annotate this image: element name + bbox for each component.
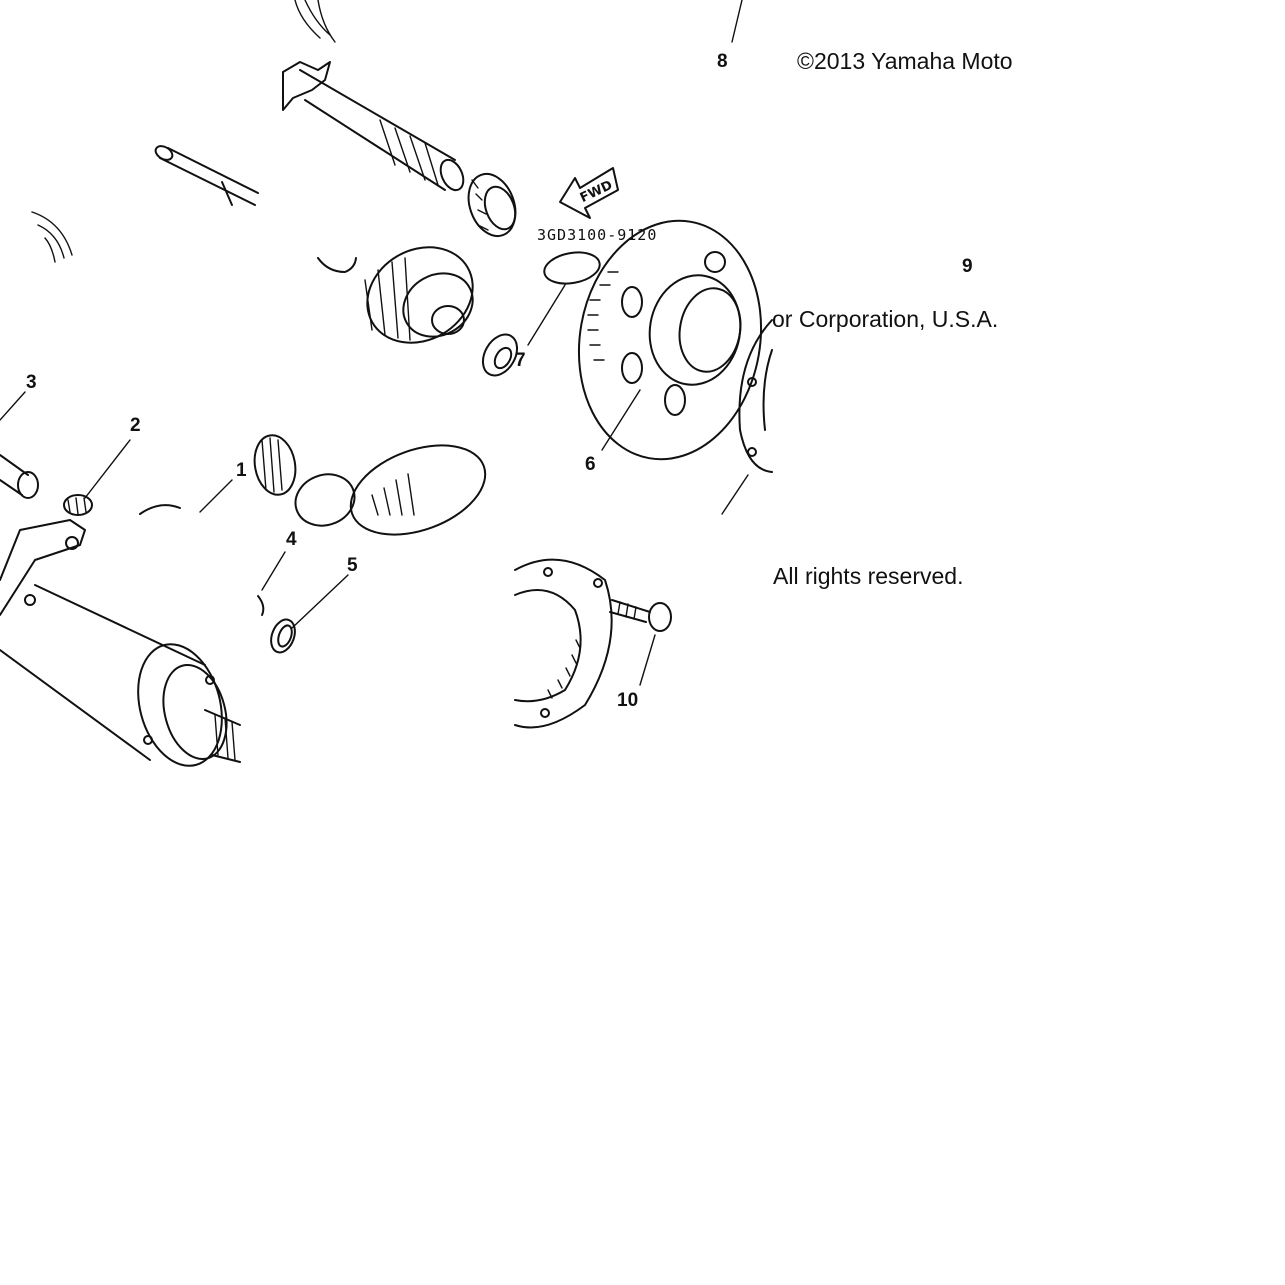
part-code-label: 3GD3100-9120 [537, 226, 657, 244]
copyright-line-1: ©2013 Yamaha Moto [797, 48, 1013, 74]
forward-arrow-marker: FWD [559, 167, 619, 219]
svg-text:5: 5 [347, 555, 358, 576]
callout-7: 7 [515, 284, 566, 371]
starter-pinion-drawing [63, 494, 93, 516]
spring-arc-drawing [31, 211, 73, 263]
bearing-ring-drawing [253, 434, 356, 527]
copyright-line-2: or Corporation, U.S.A. [772, 306, 998, 332]
svg-text:10: 10 [617, 690, 638, 711]
callout-2: 2 [84, 415, 141, 499]
callout-10: 10 [617, 634, 656, 711]
starter-motor-drawing [0, 519, 241, 767]
svg-text:7: 7 [515, 350, 526, 371]
svg-text:6: 6 [585, 454, 596, 475]
starter-clutch-edge-drawing [721, 319, 773, 515]
idle-shaft-drawing [154, 145, 259, 206]
svg-text:1: 1 [236, 460, 247, 481]
drive-shaft-drawing [282, 0, 465, 192]
svg-text:4: 4 [286, 529, 297, 550]
svg-text:2: 2 [130, 415, 141, 436]
starter-wheel-gear-drawing [577, 219, 763, 461]
callout-6: 6 [585, 389, 641, 475]
idle-gear-drawing [317, 246, 487, 536]
circlip-drawing [270, 618, 296, 654]
callout-5: 5 [291, 555, 358, 629]
tile-mask [0, 0, 258, 145]
callout-1: 1 [139, 460, 247, 515]
svg-text:8: 8 [717, 51, 728, 72]
copyright-line-3: All rights reserved. [773, 563, 963, 589]
callout-8: 8 [717, 0, 743, 72]
idle-shaft-end-drawing [0, 454, 39, 499]
callout-9: 9 [962, 256, 973, 277]
needle-bearing-drawing [467, 173, 517, 237]
svg-text:3: 3 [26, 372, 37, 393]
bolt-drawing [609, 599, 672, 632]
starter-clutch-outer-drawing [514, 558, 613, 729]
callout-3: 3 [0, 372, 37, 421]
copyright-line-1-clip: ©2013 Yamaha Moto [797, 48, 1013, 74]
washer-drawing [481, 251, 601, 377]
callout-4: 4 [257, 529, 297, 616]
